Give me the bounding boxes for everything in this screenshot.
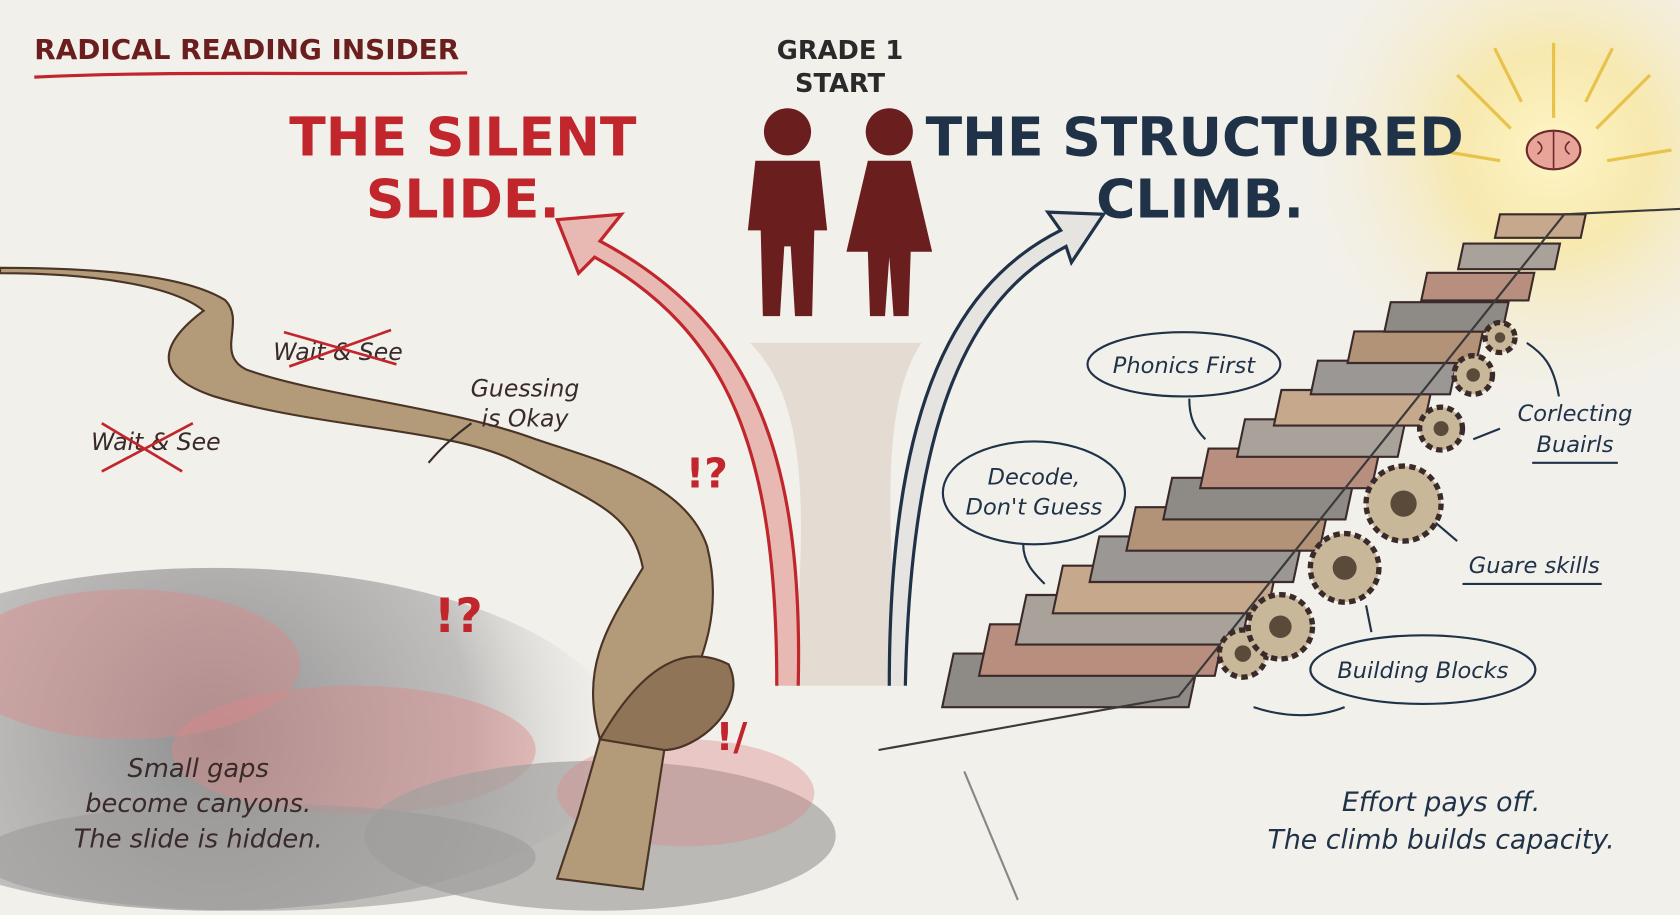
brand-underline	[34, 71, 468, 79]
cross-out-mark	[283, 328, 397, 368]
structured-climb-title-line1: THE STRUCTURED	[926, 105, 1464, 168]
bubble-phonics-first	[1086, 331, 1282, 398]
start-label-line2: START	[795, 69, 886, 99]
ground-line	[963, 771, 1019, 901]
gear-hub	[1269, 615, 1292, 639]
horizon-line	[878, 207, 1680, 752]
slide-caption-line2: become canyons.	[85, 789, 311, 819]
silent-slide-title-line2: SLIDE.	[366, 168, 560, 231]
silent-slide-title-line1: THE SILENT	[289, 105, 637, 168]
book-step	[1309, 359, 1459, 396]
sun-icon	[1435, 42, 1672, 163]
bubble-label-phonics-first: Phonics First	[1113, 353, 1257, 379]
children-silhouette-icon	[747, 108, 933, 317]
slide-caption-line1: Small gaps	[128, 754, 269, 784]
label-buairls: Buairls	[1537, 432, 1614, 458]
book-staircase	[940, 213, 1588, 709]
arrow-icons	[1022, 341, 1560, 717]
structured-climb-title-line2: CLIMB.	[1096, 168, 1304, 231]
start-label-line1: GRADE 1	[777, 36, 904, 66]
gear-hub	[1433, 421, 1449, 437]
climb-caption-line2: The climb builds capacity.	[1267, 825, 1614, 856]
brand-title: RADICAL READING INSIDER	[34, 33, 459, 66]
gear-hub	[1332, 555, 1357, 580]
slide-arrow	[554, 212, 801, 686]
fork-trunk	[750, 342, 922, 686]
guessing-label-line1: Guessing	[471, 374, 580, 402]
bubble-label-building-blocks: Building Blocks	[1337, 658, 1508, 684]
alarm-mark-2: !?	[434, 589, 483, 644]
bubble-building-blocks	[1309, 634, 1537, 705]
book-step	[1456, 242, 1562, 271]
guessing-label-line2: is Okay	[482, 404, 570, 432]
gear-hub	[1494, 332, 1506, 343]
book-step	[1493, 213, 1588, 239]
brain-icon	[1525, 129, 1582, 171]
sliding-path	[0, 266, 715, 891]
crossed-label-wait-see-1: Wait & See	[273, 338, 403, 366]
cross-out-mark	[101, 422, 194, 473]
bubble-label-decode-line2: Don't Guess	[966, 494, 1103, 520]
climb-arrow	[887, 210, 1107, 686]
slide-caption-line3: The slide is hidden.	[74, 825, 323, 855]
climb-caption-line1: Effort pays off.	[1342, 787, 1541, 818]
gear-hub	[1466, 368, 1480, 382]
gear-hub	[1234, 645, 1252, 662]
gear-hub	[1390, 490, 1417, 517]
label-corlecting: Corlecting	[1518, 401, 1633, 427]
path-debris	[598, 655, 735, 752]
bubble-decode	[941, 440, 1127, 546]
label-guare-skills: Guare skills	[1469, 553, 1600, 579]
bubble-label-decode-line1: Decode,	[988, 464, 1081, 490]
book-step	[1419, 271, 1536, 302]
alarm-mark-1: !?	[686, 449, 728, 497]
alarm-mark-3: !/	[716, 715, 749, 760]
gears	[1216, 319, 1518, 680]
arrow-icon	[427, 422, 473, 464]
